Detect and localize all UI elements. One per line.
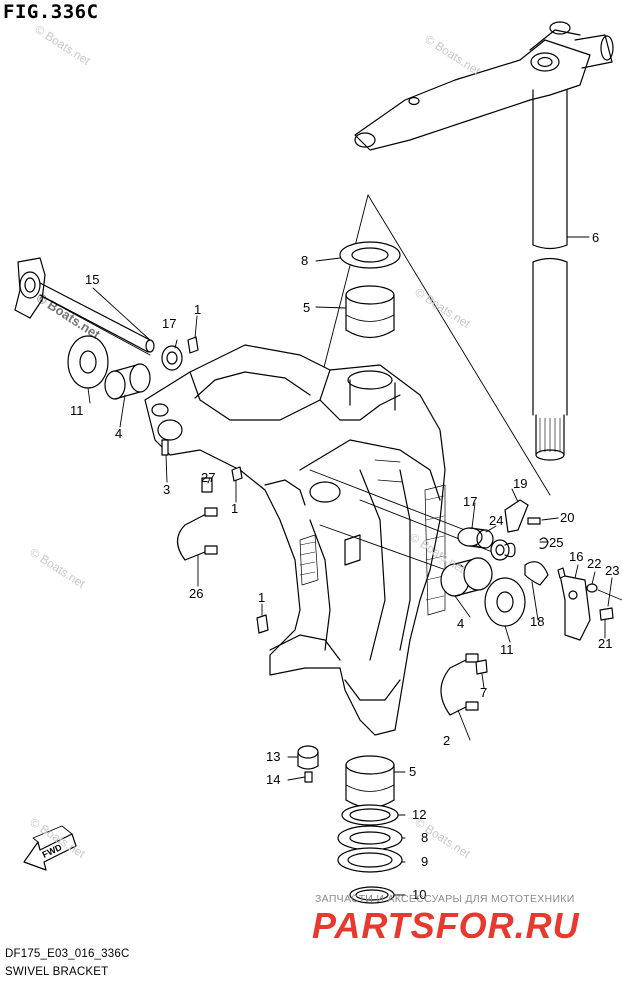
callout-c8a: 8 bbox=[301, 253, 308, 268]
tilt-tube bbox=[14, 257, 155, 353]
callout-c6a: 6 bbox=[592, 230, 599, 245]
upper-bushing bbox=[345, 285, 395, 339]
callout-c4b: 4 bbox=[457, 616, 464, 631]
lower-stack bbox=[337, 755, 403, 904]
figure-title: FIG.336C bbox=[3, 1, 99, 23]
figure-caption: SWIVEL BRACKET bbox=[5, 966, 109, 978]
left-tilt-bushing bbox=[104, 363, 151, 400]
callout-c11a: 11 bbox=[70, 403, 84, 418]
shop-logo: PARTSFOR.RU bbox=[312, 905, 580, 946]
right-tilt-parts bbox=[440, 527, 526, 627]
callout-c27a: 27 bbox=[201, 470, 215, 485]
callout-numbers: 1 1 1 2 3 4 4 5 5 6 7 8 8 9 10 11 11 12 … bbox=[70, 230, 619, 902]
callout-c1b: 1 bbox=[231, 501, 238, 516]
callout-c5b: 5 bbox=[409, 764, 416, 779]
callout-c17b: 17 bbox=[463, 494, 477, 509]
callout-c20a: 20 bbox=[560, 510, 574, 525]
callout-c24a: 24 bbox=[489, 513, 503, 528]
callout-c2a: 2 bbox=[443, 733, 450, 748]
callout-c19a: 19 bbox=[513, 476, 527, 491]
callout-c25a: 25 bbox=[549, 535, 563, 550]
steering-arm bbox=[354, 21, 614, 151]
callout-c5a: 5 bbox=[303, 300, 310, 315]
callout-c11b: 11 bbox=[500, 642, 514, 657]
tilt-lock-parts bbox=[504, 499, 622, 641]
callout-c13a: 13 bbox=[266, 749, 280, 764]
swivel-bracket-body bbox=[144, 344, 446, 736]
callout-c1c: 1 bbox=[258, 590, 265, 605]
callout-c23a: 23 bbox=[605, 563, 619, 578]
callout-c17a: 17 bbox=[162, 316, 176, 331]
fwd-arrow-icon bbox=[23, 825, 77, 871]
callout-c1a: 1 bbox=[194, 302, 201, 317]
callout-c7a: 7 bbox=[480, 685, 487, 700]
callout-c14a: 14 bbox=[266, 772, 280, 787]
callout-c26a: 26 bbox=[189, 586, 203, 601]
callout-c8b: 8 bbox=[421, 830, 428, 845]
callout-c16a: 16 bbox=[569, 549, 583, 564]
callout-c10a: 10 bbox=[412, 887, 426, 902]
model-code: DF175_E03_016_336C bbox=[5, 948, 130, 960]
callout-c9a: 9 bbox=[421, 854, 428, 869]
callout-c18a: 18 bbox=[530, 614, 544, 629]
callout-c15a: 15 bbox=[85, 272, 99, 287]
shop-tagline: ЗАПЧАСТИ И АКСЕССУАРЫ ДЛЯ МОТОТЕХНИКИ bbox=[315, 893, 575, 905]
callout-c21a: 21 bbox=[598, 636, 612, 651]
callout-c12a: 12 bbox=[412, 807, 426, 822]
callout-c22a: 22 bbox=[587, 556, 601, 571]
callout-c3a: 3 bbox=[163, 482, 170, 497]
callout-c4a: 4 bbox=[115, 426, 122, 441]
steering-shaft bbox=[532, 89, 568, 461]
